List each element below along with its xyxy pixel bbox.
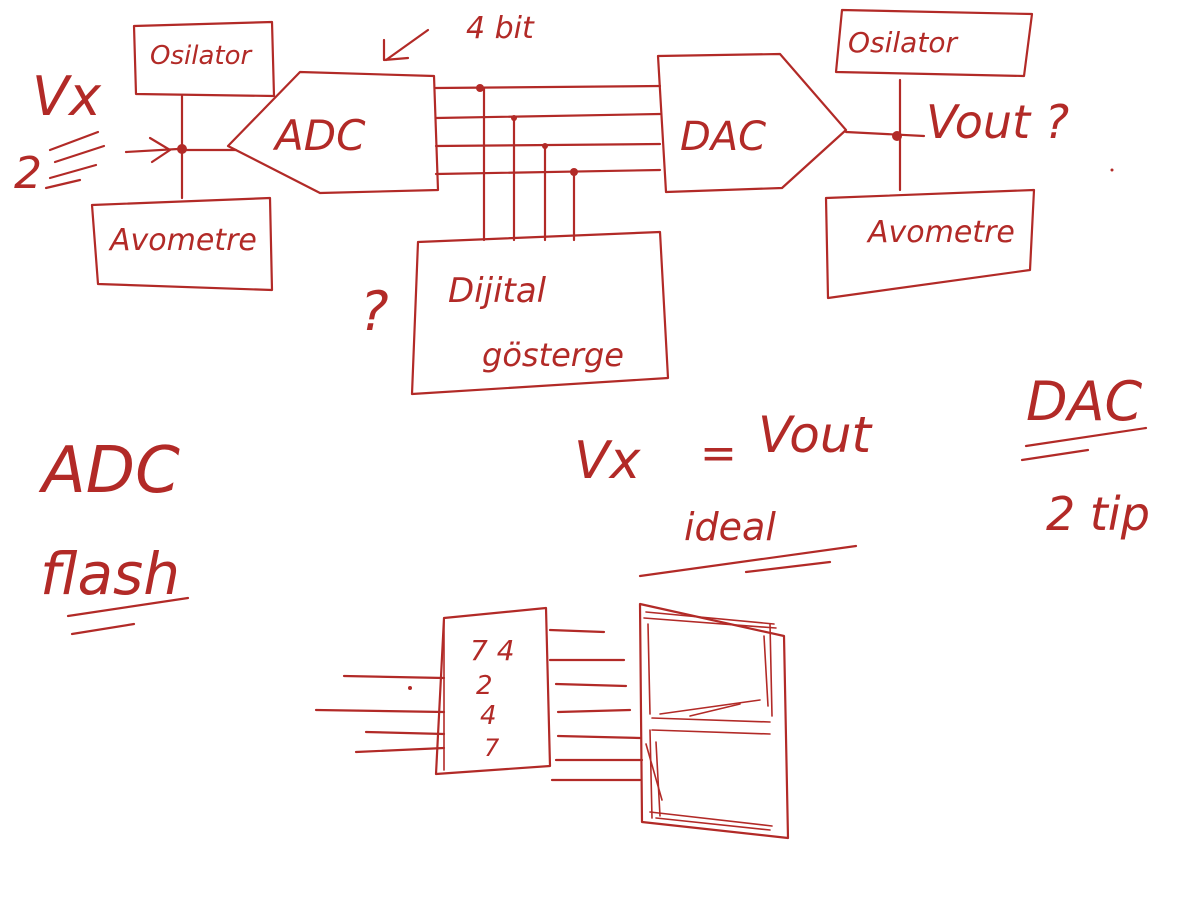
equation-equals: =	[700, 428, 737, 479]
dac-heading: DAC	[1026, 370, 1143, 433]
ammeter-right-label: Avometre	[866, 215, 1015, 250]
oscilloscope-left: Osilator	[132, 20, 276, 98]
oscilloscope-right: Osilator	[834, 8, 1034, 78]
bits-label: 4 bit	[466, 11, 535, 46]
input-voltage-label: Vx	[32, 65, 102, 128]
ammeter-right: Avometre	[824, 188, 1036, 300]
decoder-text-line-2: 2	[476, 671, 493, 701]
digital-display-label-line1: Dijital	[448, 271, 547, 311]
decoder-text-line-4: 7	[484, 734, 500, 762]
stray-dot	[1110, 168, 1114, 172]
flash-decoder-box: 7 4 2 4 7	[434, 606, 552, 776]
ideal-label: ideal	[684, 505, 776, 549]
equation-left: Vx	[574, 431, 642, 491]
decoder-text-line-1: 7 4	[470, 634, 515, 667]
flash-input-lines	[314, 674, 446, 754]
ammeter-left-label: Avometre	[108, 223, 257, 258]
oscilloscope-right-label: Osilator	[848, 26, 958, 59]
decoder-text-line-3: 4	[480, 701, 497, 731]
output-voltage-label: Vout ?	[926, 95, 1069, 149]
digital-display: Dijital gösterge	[410, 230, 670, 396]
ammeter-left: Avometre	[90, 196, 274, 292]
dc-symbol-label: 2	[14, 148, 42, 199]
digital-display-question-mark: ?	[360, 280, 389, 343]
input-arrow	[124, 136, 180, 164]
seven-segment-display	[638, 602, 790, 840]
dac-heading-underline	[1020, 426, 1148, 462]
equation-right: Vout	[758, 406, 874, 464]
adc-block: ADC	[226, 70, 440, 195]
bits-annotation: 4 bit	[382, 11, 535, 62]
adc-heading: ADC	[38, 434, 180, 508]
digital-display-label-line2: gösterge	[482, 336, 624, 374]
ideal-underline	[638, 544, 858, 578]
flash-output-lines	[548, 628, 644, 782]
dac-label: DAC	[680, 114, 766, 160]
dac-output-wire	[844, 130, 926, 138]
dac-block: DAC	[656, 52, 848, 194]
adc-label: ADC	[272, 111, 366, 160]
adc-type-label: flash	[40, 540, 180, 608]
dc-symbol-lines	[44, 130, 106, 190]
adc-type-underline	[66, 596, 190, 636]
data-bus	[434, 84, 662, 242]
oscilloscope-left-label: Osilator	[150, 41, 253, 71]
dac-types-label: 2 tip	[1046, 487, 1150, 541]
